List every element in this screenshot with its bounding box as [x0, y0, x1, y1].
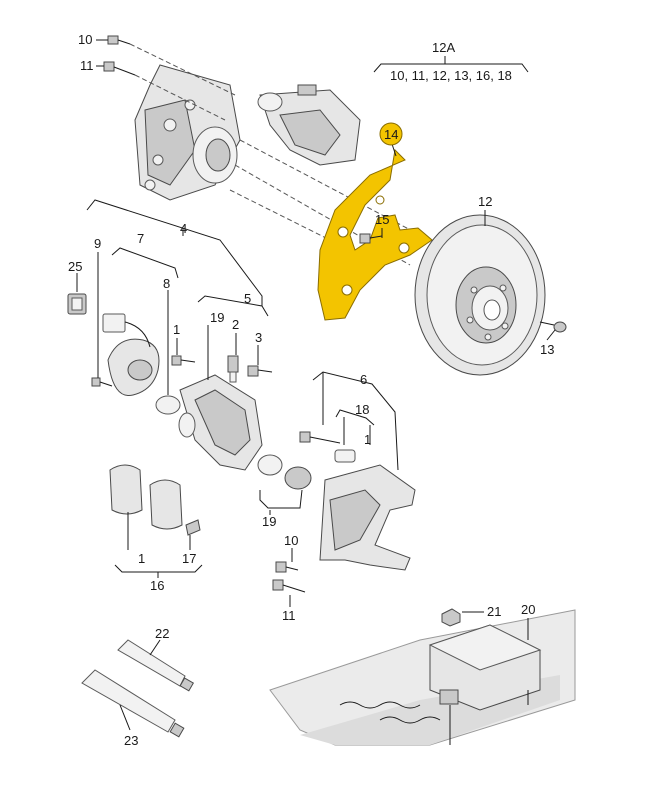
grease-tube-icon [81, 639, 195, 738]
bolt-1-caliper-icon [171, 355, 196, 366]
bolt-11-lower-icon [272, 579, 306, 593]
bolt-11-top-icon [103, 61, 136, 76]
label-12: 12 [478, 194, 492, 209]
label-10-lower: 10 [284, 533, 298, 548]
caliper-top-icon [257, 84, 361, 166]
part-labels: 10 11 12A 10, 11, 12, 13, 16, 18 14 15 1… [68, 32, 554, 748]
caliper-housing-icon [178, 374, 263, 471]
label-25: 25 [68, 259, 82, 274]
label-1-caliper: 1 [173, 322, 180, 337]
label-12A-list: 10, 11, 12, 13, 16, 18 [390, 68, 512, 83]
brake-pad-icon [109, 464, 201, 536]
bolt-10-lower-icon [275, 561, 299, 573]
label-7: 7 [137, 231, 144, 246]
bleed-valve-3-icon [247, 365, 273, 377]
label-2: 2 [232, 317, 239, 332]
label-6: 6 [360, 372, 367, 387]
label-11-top: 11 [80, 58, 94, 73]
label-16: 16 [150, 578, 164, 593]
label-4: 4 [180, 221, 187, 236]
screw-13-icon [539, 321, 567, 333]
label-12A: 12A [432, 40, 455, 55]
grommet-25-icon [67, 293, 87, 315]
o-ring-8-icon [155, 395, 181, 415]
label-20: 20 [521, 602, 535, 617]
label-22: 22 [155, 626, 169, 641]
label-23: 23 [124, 733, 138, 748]
brake-shield-icon [317, 148, 433, 321]
label-3: 3 [255, 330, 262, 345]
bolt-15-icon [359, 233, 383, 244]
label-1-guide: 1 [364, 432, 371, 447]
label-15: 15 [375, 212, 389, 227]
bolt-10-top-icon [107, 35, 131, 45]
badge-14 [379, 122, 403, 146]
label-8: 8 [163, 276, 170, 291]
caliper-carrier-icon [319, 464, 416, 571]
label-19-top: 19 [210, 310, 224, 325]
label-18: 18 [355, 402, 369, 417]
brake-motor-icon [102, 313, 160, 397]
label-1-pads: 1 [138, 551, 145, 566]
label-5: 5 [244, 291, 251, 306]
label-10-top: 10 [78, 32, 92, 47]
label-21: 21 [487, 604, 501, 619]
label-13: 13 [540, 342, 554, 357]
piston-icon [284, 466, 312, 490]
bolt-9-icon [91, 377, 113, 387]
nut-21-icon [441, 608, 461, 627]
control-unit-icon [428, 624, 542, 745]
label-17: 17 [182, 551, 196, 566]
brake-disc-icon [414, 214, 546, 376]
label-19-lower: 19 [262, 514, 276, 529]
wheel-hub-icon [134, 64, 241, 201]
piston-seal-icon [257, 454, 283, 476]
label-9: 9 [94, 236, 101, 251]
label-11-lower: 11 [282, 608, 296, 623]
guide-pin-icon [299, 431, 356, 463]
bleed-valve-2-icon [227, 355, 239, 383]
leader-lines [76, 39, 556, 731]
label-14: 14 [384, 127, 398, 142]
